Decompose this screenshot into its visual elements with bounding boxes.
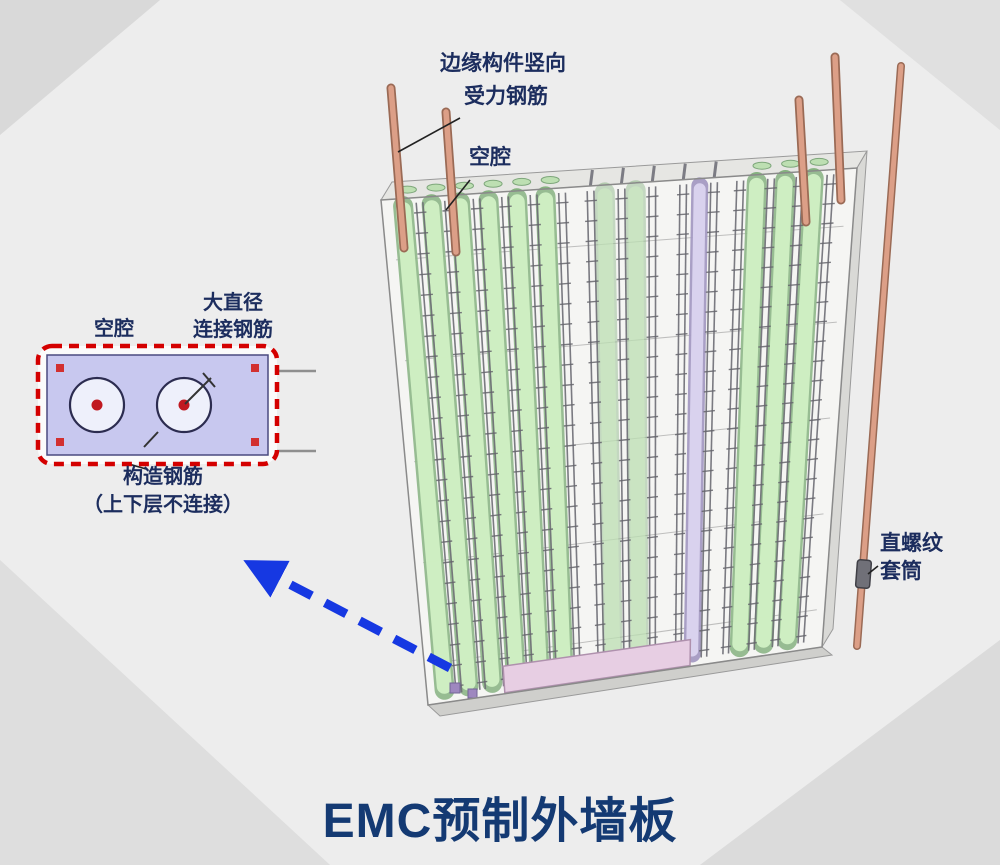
panel-interior-rebar-and-cavities	[393, 157, 844, 700]
wall-panel-3d	[380, 150, 868, 717]
slide-title: EMC预制外墙板	[322, 795, 678, 848]
inset-label-connector-line2: 连接钢筋	[193, 319, 273, 341]
label-sleeve-line1: 直螺纹	[880, 532, 943, 555]
panel-veil	[381, 168, 857, 705]
label-cavity: 空腔	[469, 146, 511, 169]
detail-inset-cross-section	[35, 343, 316, 467]
panel-outline	[380, 167, 858, 706]
label-edge-rebar-line1: 边缘构件竖向	[440, 52, 566, 75]
inset-label-structural-line1: 构造钢筋	[123, 466, 203, 488]
thread-sleeve-coupler	[854, 558, 873, 590]
inset-label-connector-line1: 大直径	[203, 292, 263, 314]
label-sleeve-line2: 套筒	[880, 560, 922, 583]
inset-label-structural-line2: （上下层不连接）	[83, 494, 243, 516]
label-edge-rebar-line2: 受力钢筋	[464, 85, 548, 108]
inset-label-cavity: 空腔	[94, 318, 134, 340]
protruding-vertical-rebar	[386, 52, 846, 257]
inset-rebar-dot-left	[91, 399, 103, 411]
connecting-rod-with-coupler	[853, 62, 905, 650]
